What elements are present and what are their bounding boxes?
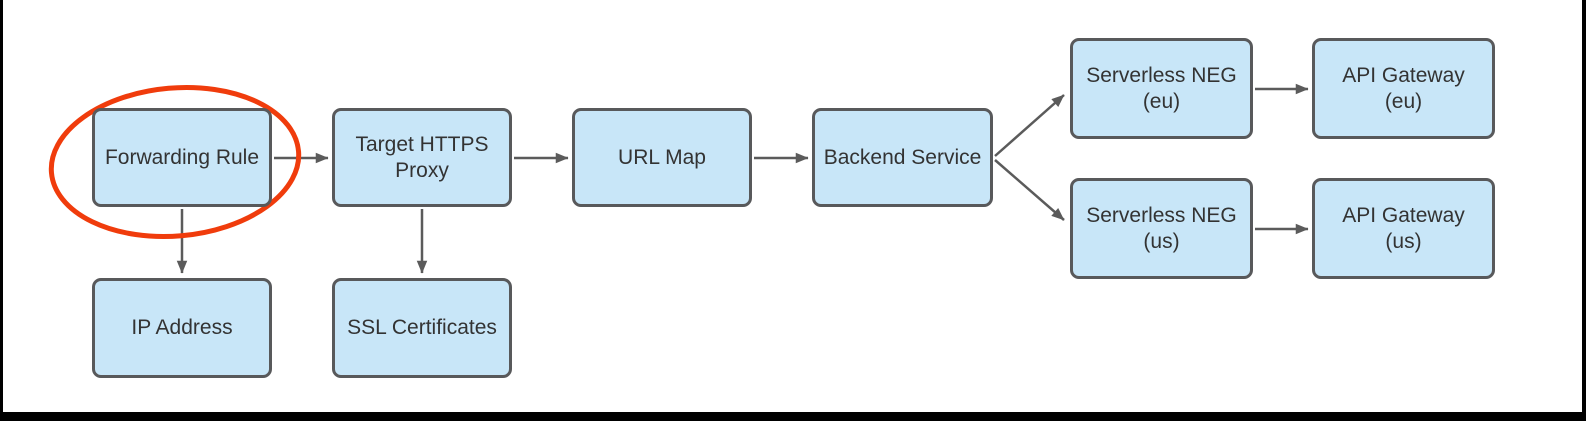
node-ip-address-label: IP Address: [131, 316, 233, 339]
frame-left-edge: [0, 0, 3, 421]
node-api-gateway-eu-label: API Gateway (eu): [1342, 63, 1465, 113]
node-backend-service[interactable]: Backend Service: [812, 108, 993, 207]
node-serverless-neg-eu[interactable]: Serverless NEG (eu): [1070, 38, 1253, 139]
arrow-backend-service-to-serverless-neg-us: [994, 159, 1065, 221]
node-url-map[interactable]: URL Map: [572, 108, 752, 207]
node-forwarding-rule-label: Forwarding Rule: [104, 145, 260, 169]
node-target-https-proxy[interactable]: Target HTTPS Proxy: [332, 108, 512, 207]
node-serverless-neg-eu-label: Serverless NEG (eu): [1086, 63, 1237, 113]
arrow-backend-service-to-serverless-neg-eu: [994, 94, 1065, 157]
node-url-map-label: URL Map: [618, 145, 706, 169]
node-api-gateway-us-label: API Gateway (us): [1342, 203, 1465, 253]
node-serverless-neg-us-label: Serverless NEG (us): [1086, 203, 1237, 253]
frame-right-edge: [1582, 0, 1586, 421]
node-backend-service-label: Backend Service: [823, 145, 982, 169]
node-ssl-certificates-label: SSL Certificates: [347, 316, 497, 339]
node-ip-address[interactable]: IP Address: [92, 278, 272, 378]
frame-bottom-edge: [0, 412, 1586, 421]
node-api-gateway-us[interactable]: API Gateway (us): [1312, 178, 1495, 279]
node-ssl-certificates[interactable]: SSL Certificates: [332, 278, 512, 378]
node-api-gateway-eu[interactable]: API Gateway (eu): [1312, 38, 1495, 139]
node-target-https-proxy-label: Target HTTPS Proxy: [355, 132, 489, 182]
node-forwarding-rule[interactable]: Forwarding Rule: [92, 108, 272, 207]
node-serverless-neg-us[interactable]: Serverless NEG (us): [1070, 178, 1253, 279]
